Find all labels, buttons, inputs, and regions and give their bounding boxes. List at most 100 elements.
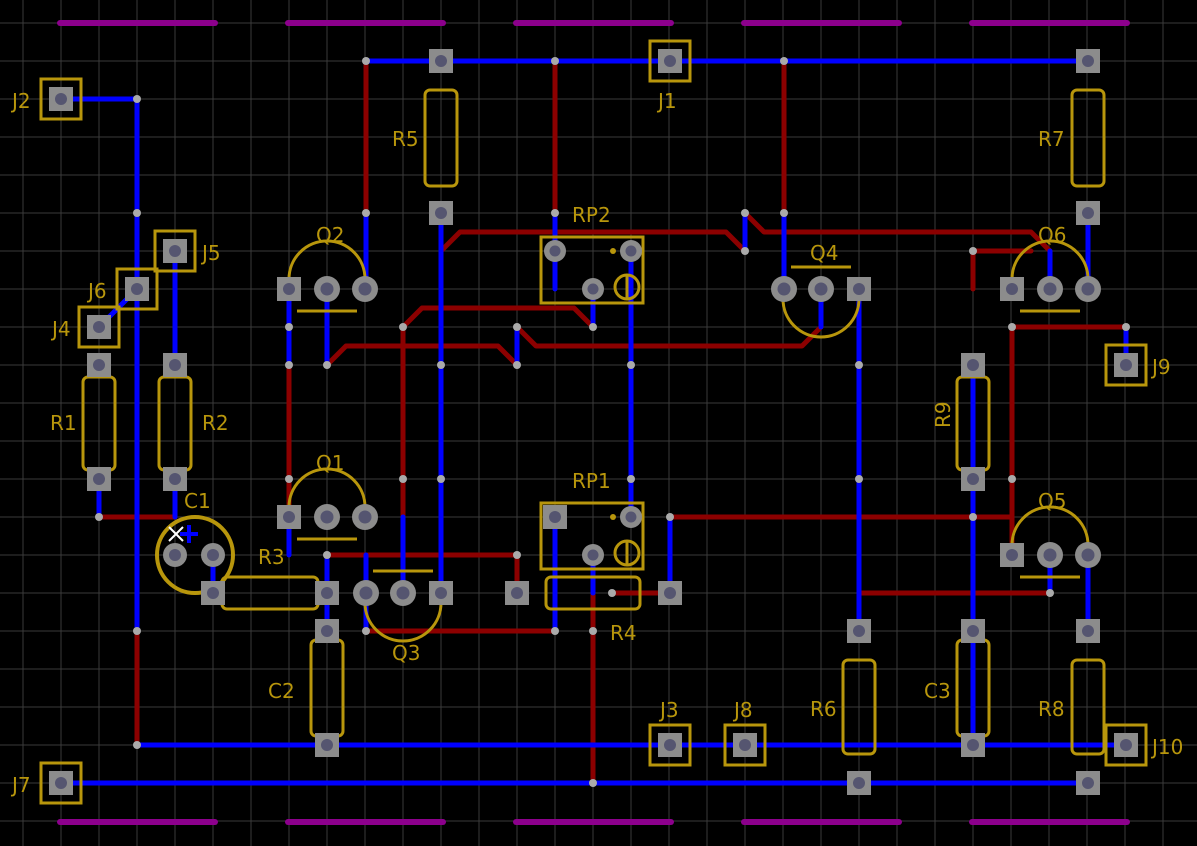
R8-outline — [1070, 658, 1106, 756]
RP2-outline — [539, 235, 645, 305]
Q2-pad2-drill — [320, 282, 334, 296]
J6-pad-frame — [115, 267, 159, 311]
label-J4: J4 — [50, 317, 71, 341]
RP1-pad2-drill — [625, 511, 637, 523]
bottom-trace — [324, 343, 520, 368]
J6-pad-drill — [131, 283, 143, 295]
via — [362, 627, 370, 635]
via — [285, 323, 293, 331]
component-pad-drill — [511, 587, 523, 599]
J8-pad-frame — [723, 723, 767, 767]
via — [133, 741, 141, 749]
J7-pad-drill — [55, 777, 67, 789]
component-pad-drill — [1082, 625, 1094, 637]
Q1-pad2-drill — [320, 510, 334, 524]
component-pad-drill — [169, 473, 181, 485]
label-R6: R6 — [810, 697, 837, 721]
component-pad-drill — [967, 739, 979, 751]
C1-outline — [155, 515, 235, 595]
label-Q4: Q4 — [810, 241, 838, 265]
via — [323, 361, 331, 369]
component-pad-drill — [853, 625, 865, 637]
bottom-trace — [400, 305, 596, 330]
via — [666, 513, 674, 521]
label-Q5: Q5 — [1038, 489, 1066, 513]
via — [969, 247, 977, 255]
via — [551, 209, 559, 217]
Q6-pad1-drill — [1006, 283, 1018, 295]
J1-pad-drill — [664, 55, 676, 67]
via — [437, 361, 445, 369]
J5-pad-drill — [169, 245, 181, 257]
label-C3: C3 — [924, 679, 951, 703]
C1-pad1-drill — [169, 549, 181, 561]
via — [285, 475, 293, 483]
via — [855, 475, 863, 483]
Q6-pad2-drill — [1043, 282, 1057, 296]
label-R8: R8 — [1038, 697, 1065, 721]
via — [362, 209, 370, 217]
RP2-pad2-drill — [625, 245, 637, 257]
label-J2: J2 — [10, 89, 31, 113]
Q1-pad3-drill — [358, 510, 372, 524]
Q5-outline — [1010, 505, 1090, 546]
Q3-pad2-drill — [396, 586, 410, 600]
component-pad-drill — [321, 587, 333, 599]
via — [741, 247, 749, 255]
component-pad-drill — [169, 359, 181, 371]
component-pad-drill — [1082, 777, 1094, 789]
Q3-outline — [363, 602, 443, 643]
Q5-pad2-drill — [1043, 548, 1057, 562]
component-pads — [39, 39, 1148, 805]
J3-pad-frame — [648, 723, 692, 767]
J9-pad-frame — [1104, 343, 1148, 387]
Q2-pad1-drill — [283, 283, 295, 295]
label-J1: J1 — [656, 89, 677, 113]
Q1-outline — [287, 467, 367, 508]
component-pad-drill — [1082, 207, 1094, 219]
via — [1122, 323, 1130, 331]
via — [589, 323, 597, 331]
Q2-outline — [287, 239, 367, 280]
label-Q3: Q3 — [392, 641, 420, 665]
J3-pad-drill — [664, 739, 676, 751]
label-Q1: Q1 — [316, 451, 344, 475]
J1-pad-frame — [648, 39, 692, 83]
component-pad-drill — [207, 587, 219, 599]
via — [1046, 589, 1054, 597]
mounting-bars — [57, 20, 1130, 825]
J2-pad-drill — [55, 93, 67, 105]
via — [133, 209, 141, 217]
Q1-pad1-drill — [283, 511, 295, 523]
Q5-pad3-drill — [1081, 548, 1095, 562]
Q4-pad2-drill — [814, 282, 828, 296]
Q3-pad1-drill — [435, 587, 447, 599]
markers — [168, 525, 198, 543]
Q4-pad3-drill — [777, 282, 791, 296]
J2-pad-frame — [39, 77, 83, 121]
Q4-pad1-drill — [853, 283, 865, 295]
R7-outline — [1070, 88, 1106, 188]
label-Q6: Q6 — [1038, 223, 1066, 247]
label-R3: R3 — [258, 545, 285, 569]
RP1-outline — [539, 501, 645, 571]
via — [551, 627, 559, 635]
label-J9: J9 — [1150, 355, 1171, 379]
label-RP1: RP1 — [572, 469, 611, 493]
component-pad-drill — [664, 587, 676, 599]
RP1-pad3-drill — [587, 549, 599, 561]
component-pad-drill — [1082, 55, 1094, 67]
RP2-pad3-drill — [587, 283, 599, 295]
label-J6: J6 — [86, 279, 107, 303]
vias — [95, 57, 1130, 787]
J4-pad-drill — [93, 321, 105, 333]
via — [513, 323, 521, 331]
Q5-pad1-drill — [1006, 549, 1018, 561]
label-Q2: Q2 — [316, 223, 344, 247]
via — [1008, 323, 1016, 331]
via — [627, 475, 635, 483]
label-R9: R9 — [931, 401, 955, 428]
J8-pad-drill — [739, 739, 751, 751]
J7-pad-frame — [39, 761, 83, 805]
